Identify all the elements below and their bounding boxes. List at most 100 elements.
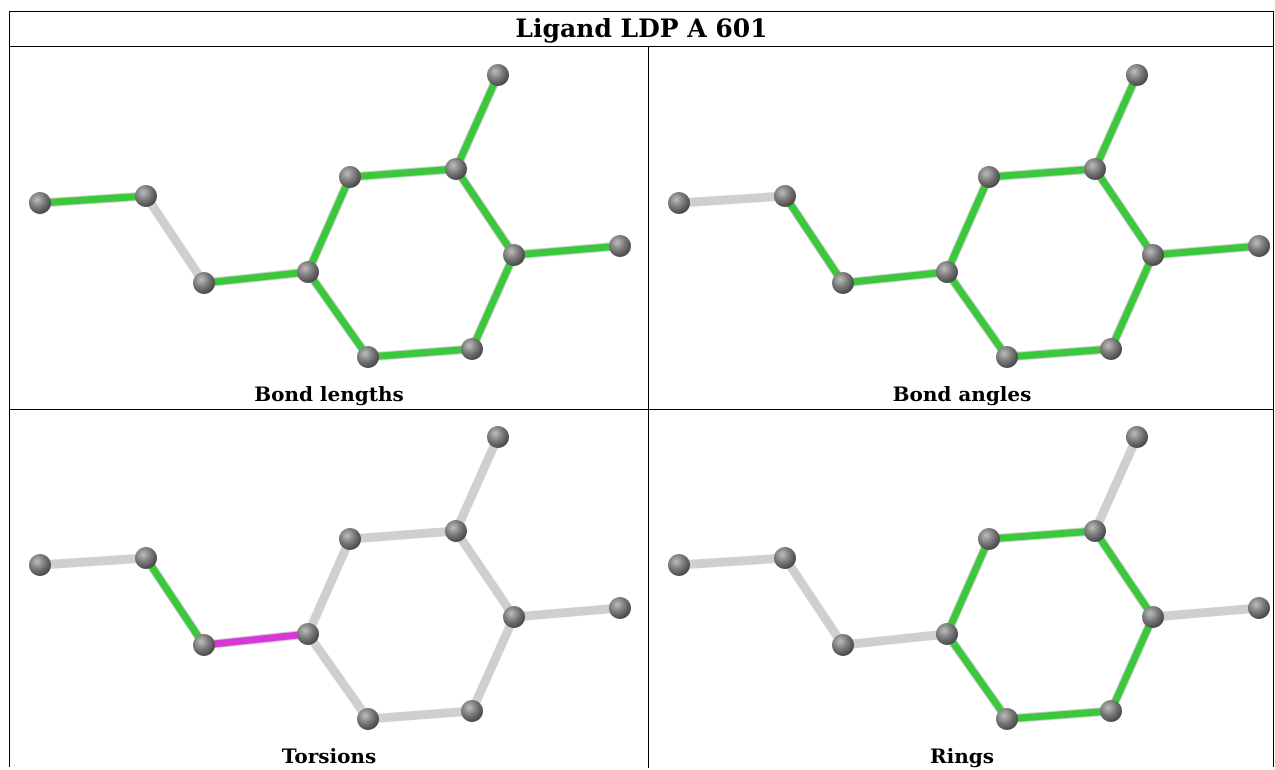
caption-rings: Rings	[929, 744, 994, 768]
bond-a1-a2	[675, 192, 789, 207]
atom-a6	[1084, 520, 1106, 542]
bond-a11-a4	[943, 268, 1011, 361]
molecule-torsions	[29, 426, 631, 730]
panel-rings: Rings	[649, 410, 1275, 770]
atom-a6	[445, 158, 467, 180]
vertical-divider	[648, 47, 649, 768]
bond-a6-a8	[1091, 527, 1157, 621]
atom-a7	[487, 426, 509, 448]
bond-a1-a2	[36, 192, 150, 207]
bond-a6-a7	[452, 433, 502, 535]
atom-a2	[135, 547, 157, 569]
atom-a9	[609, 235, 631, 257]
atom-a1	[29, 192, 51, 214]
caption-bond-lengths: Bond lengths	[254, 382, 404, 406]
bond-a8-a10	[1107, 613, 1157, 715]
bond-a1-a2	[36, 554, 150, 569]
bond-a5-a6	[985, 527, 1099, 543]
caption-bond-angles: Bond angles	[892, 382, 1032, 406]
atom-a8	[503, 606, 525, 628]
atom-a7	[1126, 64, 1148, 86]
atom-a11	[996, 346, 1018, 368]
atom-a2	[774, 547, 796, 569]
atom-a11	[357, 346, 379, 368]
atom-a3	[193, 272, 215, 294]
atom-a5	[339, 528, 361, 550]
atom-a6	[1084, 158, 1106, 180]
bond-a10-a11	[1003, 345, 1115, 361]
atom-a10	[1100, 338, 1122, 360]
bond-a2-a3	[781, 192, 847, 287]
validation-figure: Ligand LDP A 601 Bond lengths Bond angle…	[9, 11, 1275, 770]
bond-a5-a6	[346, 527, 460, 543]
bond-a6-a8	[1091, 165, 1157, 259]
bond-a2-a3	[142, 554, 208, 649]
atom-a1	[29, 554, 51, 576]
atom-a10	[461, 700, 483, 722]
atom-a1	[668, 192, 690, 214]
panel-bond-angles: Bond angles	[649, 48, 1275, 408]
atom-a4	[936, 623, 958, 645]
atom-a6	[445, 520, 467, 542]
bond-a8-a9	[1149, 242, 1263, 259]
figure-title: Ligand LDP A 601	[10, 12, 1273, 47]
atom-a4	[297, 261, 319, 283]
bond-a11-a4	[304, 630, 372, 723]
bond-a8-a10	[468, 613, 518, 715]
bond-a4-a5	[304, 173, 354, 276]
bond-a10-a11	[364, 345, 476, 361]
bond-a10-a11	[364, 707, 476, 723]
atom-a2	[135, 185, 157, 207]
bond-a2-a3	[142, 192, 208, 287]
atom-a2	[774, 185, 796, 207]
atom-a3	[832, 634, 854, 656]
bond-a11-a4	[304, 268, 372, 361]
bond-a11-a4	[943, 630, 1011, 723]
atom-a11	[996, 708, 1018, 730]
bond-a1-a2	[675, 554, 789, 569]
atom-a8	[1142, 606, 1164, 628]
bond-a8-a9	[1149, 604, 1263, 621]
bond-a4-a5	[304, 535, 354, 638]
atom-a10	[1100, 700, 1122, 722]
atom-a11	[357, 708, 379, 730]
atom-a5	[978, 166, 1000, 188]
bond-a3-a4	[839, 630, 951, 649]
atom-a3	[832, 272, 854, 294]
panel-torsions: Torsions	[10, 410, 648, 770]
bond-a4-a5	[943, 535, 993, 638]
atom-a9	[1248, 235, 1270, 257]
bond-a8-a10	[1107, 251, 1157, 353]
bond-a3-a4	[200, 268, 312, 287]
bond-a8-a9	[510, 242, 624, 259]
bond-a8-a10	[468, 251, 518, 353]
atom-a5	[978, 528, 1000, 550]
molecule-bond-lengths	[29, 64, 631, 368]
caption-torsions: Torsions	[281, 744, 377, 768]
bond-a6-a8	[452, 527, 518, 621]
panel-bond-lengths: Bond lengths	[10, 48, 648, 408]
atom-a9	[1248, 597, 1270, 619]
bond-a6-a7	[1091, 433, 1141, 535]
bond-a6-a8	[452, 165, 518, 259]
atom-a8	[503, 244, 525, 266]
bond-a3-a4	[200, 630, 312, 649]
bond-a8-a9	[510, 604, 624, 621]
atom-a4	[297, 623, 319, 645]
bond-a5-a6	[346, 165, 460, 181]
bond-a2-a3	[781, 554, 847, 649]
horizontal-divider	[10, 409, 1273, 410]
bond-a6-a7	[1091, 71, 1141, 173]
bond-a10-a11	[1003, 707, 1115, 723]
atom-a9	[609, 597, 631, 619]
bond-a3-a4	[839, 268, 951, 287]
atom-a5	[339, 166, 361, 188]
atom-a7	[1126, 426, 1148, 448]
molecule-rings	[668, 426, 1270, 730]
molecule-bond-angles	[668, 64, 1270, 368]
atom-a1	[668, 554, 690, 576]
bond-a4-a5	[943, 173, 993, 276]
atom-a4	[936, 261, 958, 283]
atom-a8	[1142, 244, 1164, 266]
bond-a6-a7	[452, 71, 502, 173]
